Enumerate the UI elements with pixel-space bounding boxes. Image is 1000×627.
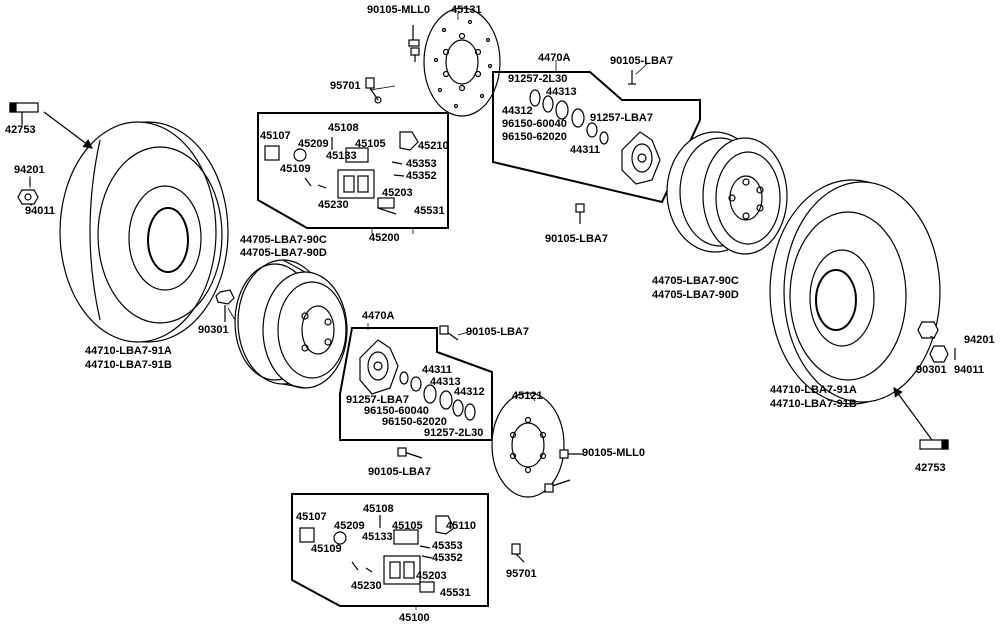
label-cal-top-45230[interactable]: 45230	[318, 199, 349, 211]
label-rim-left-a[interactable]: 44705-LBA7-90C	[240, 234, 327, 246]
label-collar-bottom[interactable]: 44311	[422, 364, 452, 376]
left-nuts	[17, 178, 39, 205]
bottom-pin	[511, 543, 525, 563]
label-bearing-bottom-a[interactable]: 44313	[430, 376, 461, 388]
label-rim-right-a[interactable]: 44705-LBA7-90C	[652, 275, 739, 287]
label-bearing-top-b[interactable]: 96150-60040	[502, 118, 567, 130]
label-nut-left-b[interactable]: 94011	[25, 205, 55, 217]
label-cal-top-45353[interactable]: 45353	[406, 158, 437, 170]
leader-lines	[29, 12, 936, 610]
label-disc-top[interactable]: 45131	[451, 4, 482, 16]
label-cal-bot-45352[interactable]: 45352	[432, 552, 463, 564]
label-nut-right-c[interactable]: 90301	[916, 364, 947, 376]
label-cal-bot-45105[interactable]: 45105	[392, 520, 423, 532]
label-tire-left-a[interactable]: 44710-LBA7-91A	[85, 345, 172, 357]
label-nut-left-c[interactable]: 90301	[198, 324, 229, 336]
label-disc-top-bolt[interactable]: 90105-MLL0	[367, 4, 430, 16]
label-seal-bottom-a[interactable]: 91257-2L30	[424, 427, 484, 439]
bottom-hub-bolt	[439, 325, 459, 341]
label-pin-top[interactable]: 95701	[330, 80, 361, 92]
label-cal-bot-45107[interactable]: 45107	[296, 511, 327, 523]
label-tire-left-b[interactable]: 44710-LBA7-91B	[85, 359, 172, 371]
label-hub-group-top[interactable]: 4470A	[538, 52, 571, 64]
bottom-caliper-frame	[291, 493, 489, 607]
bottom-hub-frame	[339, 327, 493, 441]
label-valve-right[interactable]: 42753	[915, 462, 946, 474]
label-cal-top-45203[interactable]: 45203	[382, 187, 413, 199]
label-hub-bottom-bolt[interactable]: 90105-LBA7	[466, 326, 529, 338]
label-cal-bot-45109[interactable]: 45109	[311, 543, 342, 555]
label-valve-left[interactable]: 42753	[5, 124, 36, 136]
bottom-mid-bolt	[397, 447, 423, 459]
top-caliper-parts	[264, 131, 419, 215]
label-bearing-bottom-b[interactable]: 96150-60040	[364, 405, 429, 417]
label-cal-bot-45209[interactable]: 45209	[334, 520, 365, 532]
label-hub-mid-bolt-top[interactable]: 90105-LBA7	[545, 233, 608, 245]
label-tire-right-b[interactable]: 44710-LBA7-91B	[770, 398, 857, 410]
label-nut-left-a[interactable]: 94201	[14, 164, 45, 176]
label-cal-top-45108[interactable]: 45108	[328, 122, 359, 134]
bottom-caliper-parts	[299, 515, 455, 593]
top-caliper-frame	[257, 112, 449, 229]
label-nut-right-b[interactable]: 94011	[954, 364, 984, 376]
label-cal-top-assembly[interactable]: 45200	[369, 232, 400, 244]
top-hub-body	[621, 70, 661, 185]
label-hub-top-bolt[interactable]: 90105-LBA7	[610, 55, 673, 67]
label-seal-top-a[interactable]: 91257-2L30	[508, 73, 568, 85]
right-nuts	[917, 321, 956, 363]
label-spacer-bottom[interactable]: 44312	[454, 386, 485, 398]
label-cal-bot-assembly[interactable]: 45100	[399, 612, 430, 624]
bottom-brake-disc	[491, 392, 565, 498]
label-cal-top-45352[interactable]: 45352	[406, 170, 437, 182]
label-seal-bottom-b[interactable]: 91257-LBA7	[346, 394, 409, 406]
right-tire	[769, 179, 941, 405]
label-cal-top-45210[interactable]: 45210	[418, 140, 449, 152]
label-bearing-top-a[interactable]: 44313	[546, 86, 577, 98]
top-hub-bearings	[529, 89, 609, 145]
bottom-hub-body	[359, 339, 476, 421]
label-cal-bot-45531[interactable]: 45531	[440, 587, 471, 599]
top-disc-bolts	[408, 25, 420, 62]
label-rim-right-b[interactable]: 44705-LBA7-90D	[652, 289, 739, 301]
top-pin	[365, 77, 382, 104]
label-pin-bottom[interactable]: 95701	[506, 568, 537, 580]
label-disc-bottom-bolt[interactable]: 90105-MLL0	[582, 447, 645, 459]
label-seal-top-b[interactable]: 91257-LBA7	[590, 112, 653, 124]
label-cal-top-45209[interactable]: 45209	[298, 138, 329, 150]
label-disc-bottom[interactable]: 45121	[512, 390, 543, 402]
label-cal-bot-45108[interactable]: 45108	[363, 503, 394, 515]
label-hub-mid-bolt-bottom[interactable]: 90105-LBA7	[368, 466, 431, 478]
right-rim	[666, 131, 788, 255]
label-cal-top-45105[interactable]: 45105	[355, 138, 386, 150]
mid-hub-bolt	[575, 203, 585, 224]
left-rim	[215, 259, 348, 389]
label-cal-top-45531[interactable]: 45531	[414, 205, 445, 217]
left-valve	[9, 102, 93, 149]
label-tire-right-a[interactable]: 44710-LBA7-91A	[770, 384, 857, 396]
right-valve	[893, 387, 949, 450]
label-bearing-bottom-c[interactable]: 96150-62020	[382, 416, 447, 428]
label-cal-top-45107[interactable]: 45107	[260, 130, 291, 142]
label-collar-top[interactable]: 44311	[570, 144, 600, 156]
top-hub-frame	[492, 71, 701, 204]
label-cal-bot-45133[interactable]: 45133	[362, 531, 393, 543]
label-cal-bot-45353[interactable]: 45353	[432, 540, 463, 552]
label-cal-top-45109[interactable]: 45109	[280, 163, 311, 175]
bottom-disc-bolts	[544, 449, 584, 493]
top-brake-disc	[423, 7, 501, 117]
label-spacer-top[interactable]: 44312	[502, 105, 533, 117]
label-cal-bot-45110[interactable]: 45110	[446, 520, 476, 532]
label-cal-top-45133[interactable]: 45133	[326, 150, 357, 162]
label-bearing-top-c[interactable]: 96150-62020	[502, 131, 567, 143]
label-rim-left-b[interactable]: 44705-LBA7-90D	[240, 247, 327, 259]
left-tire	[59, 121, 229, 343]
label-cal-bot-45230[interactable]: 45230	[351, 580, 382, 592]
label-hub-group-bottom[interactable]: 4470A	[362, 310, 395, 322]
label-cal-bot-45203[interactable]: 45203	[416, 570, 447, 582]
label-nut-right-a[interactable]: 94201	[964, 334, 995, 346]
